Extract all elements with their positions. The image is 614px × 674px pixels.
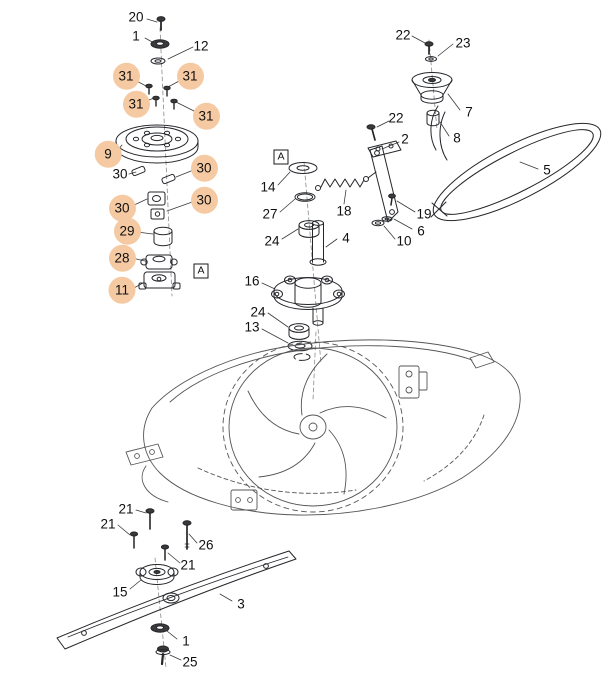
part-callout-7[interactable]: 7: [465, 104, 473, 120]
part-callout-30[interactable]: 30: [112, 166, 128, 182]
v-belt: [430, 105, 602, 222]
idler-assembly: [366, 41, 453, 158]
spindle-assembly: [271, 162, 385, 361]
part-callout-30[interactable]: 30: [114, 200, 130, 216]
part-callout-21[interactable]: 21: [100, 516, 116, 532]
part-callout-31[interactable]: 31: [182, 68, 198, 84]
part-callout-2[interactable]: 2: [401, 131, 409, 147]
deck-housing: [125, 339, 521, 516]
part-callout-18[interactable]: 18: [336, 203, 352, 219]
part-callout-27[interactable]: 27: [262, 206, 278, 222]
part-callout-16[interactable]: 16: [244, 273, 260, 289]
part-callout-31[interactable]: 31: [198, 108, 214, 124]
part-callout-31[interactable]: 31: [118, 68, 134, 84]
part-callout-19[interactable]: 19: [416, 206, 432, 222]
part-callout-15[interactable]: 15: [112, 584, 128, 600]
part-callout-29[interactable]: 29: [119, 223, 135, 239]
part-callout-23[interactable]: 23: [455, 35, 471, 51]
part-callout-1[interactable]: 1: [182, 633, 190, 649]
part-callout-6[interactable]: 6: [417, 223, 425, 239]
part-callout-13[interactable]: 13: [244, 319, 260, 335]
blade-assembly: [56, 508, 297, 666]
part-callout-31[interactable]: 31: [128, 96, 144, 112]
part-callout-26[interactable]: 26: [198, 537, 214, 553]
part-callout-12[interactable]: 12: [193, 38, 209, 54]
part-callout-28[interactable]: 28: [114, 250, 130, 266]
part-callout-8[interactable]: 8: [453, 130, 461, 146]
part-callout-25[interactable]: 25: [182, 654, 198, 670]
reference-marker-a: A: [193, 263, 209, 279]
part-callout-22[interactable]: 22: [395, 27, 411, 43]
upper-left-assembly: [115, 16, 199, 290]
reference-marker-a: A: [273, 149, 289, 165]
part-callout-30[interactable]: 30: [196, 192, 212, 208]
part-callout-21[interactable]: 21: [180, 557, 196, 573]
part-callout-5[interactable]: 5: [543, 162, 551, 178]
part-callout-9[interactable]: 9: [104, 146, 112, 162]
part-callout-3[interactable]: 3: [237, 596, 245, 612]
part-callout-14[interactable]: 14: [260, 179, 276, 195]
part-callout-20[interactable]: 20: [128, 9, 144, 25]
part-callout-22[interactable]: 22: [388, 110, 404, 126]
part-callout-24[interactable]: 24: [250, 304, 266, 320]
part-callout-24[interactable]: 24: [264, 233, 280, 249]
part-callout-4[interactable]: 4: [342, 230, 350, 246]
tensioner-assembly: [315, 145, 399, 223]
part-callout-11[interactable]: 11: [114, 282, 130, 298]
part-callout-1[interactable]: 1: [132, 28, 140, 44]
part-callout-10[interactable]: 10: [396, 233, 412, 249]
part-callout-21[interactable]: 21: [118, 501, 134, 517]
part-callout-30[interactable]: 30: [196, 160, 212, 176]
